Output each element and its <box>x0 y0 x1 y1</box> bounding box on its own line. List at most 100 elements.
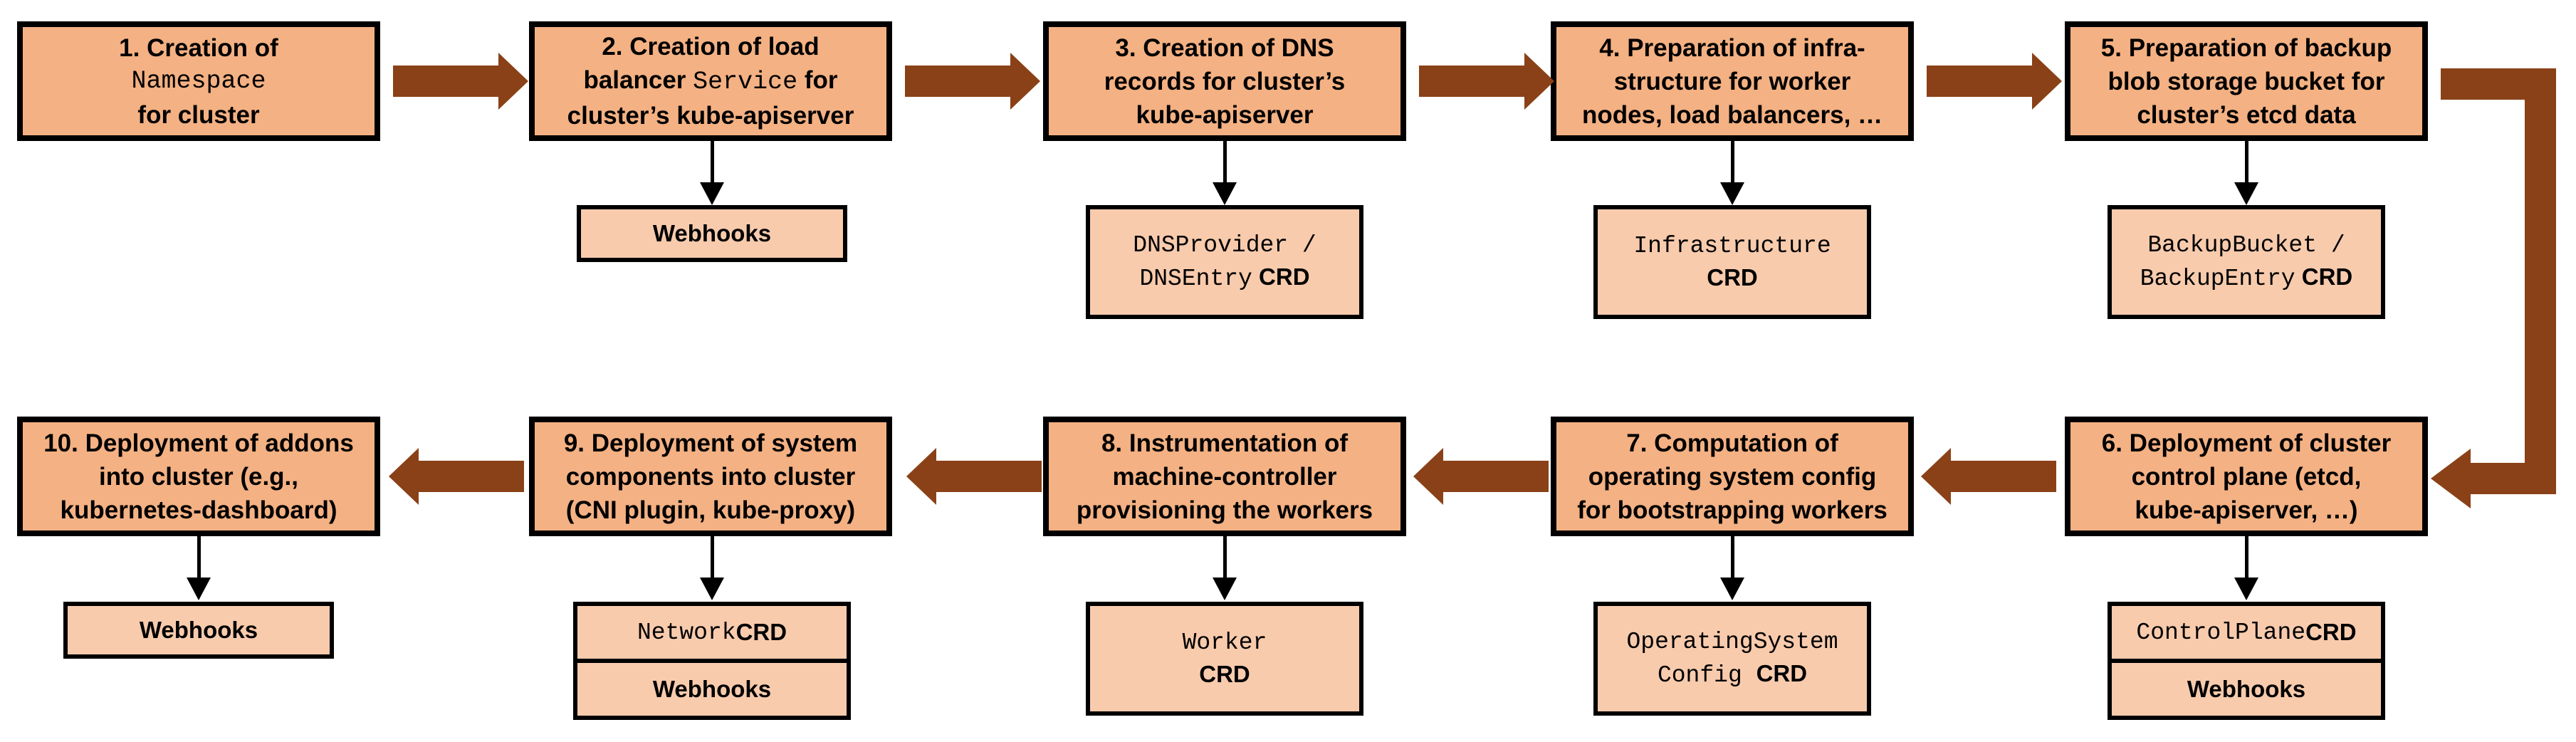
step-10-box: 10. Deployment of addons into cluster (e… <box>17 417 380 536</box>
webhooks-label: Webhooks <box>652 220 772 246</box>
step-9-box: 9. Deployment of system components into … <box>529 417 892 536</box>
connector-step4-infra-crd <box>1731 141 1734 184</box>
arrow-head-icon <box>1524 53 1554 110</box>
step-1-line1: 1. Creation of <box>119 33 278 62</box>
backup-crd-line1: BackupBucket / <box>2147 231 2345 258</box>
connector-arrowhead-icon <box>2234 578 2258 600</box>
step-4-line1: 4. Preparation of infra- <box>1599 33 1865 62</box>
step-9-line1: 9. Deployment of system <box>563 429 858 457</box>
webhooks-cell: Webhooks <box>2112 659 2381 716</box>
osc-crd-line2: Config CRD <box>1657 659 1808 689</box>
step-3-box: 3. Creation of DNS records for cluster’s… <box>1043 21 1406 141</box>
controlplane-crd-webhooks-stack: ControlPlane CRD Webhooks <box>2108 602 2385 720</box>
step-4-line2: structure for worker <box>1613 67 1851 95</box>
connector-arrowhead-icon <box>700 182 724 205</box>
arrow-head-icon <box>906 448 936 505</box>
step-3-line1: 3. Creation of DNS <box>1115 33 1334 62</box>
step-7-line1: 7. Computation of <box>1626 429 1838 457</box>
step-8-line3: provisioning the workers <box>1076 496 1373 524</box>
step-4-box: 4. Preparation of infra- structure for w… <box>1551 21 1914 141</box>
connector-arrowhead-icon <box>700 578 724 600</box>
elbow-vertical-segment <box>2525 68 2556 494</box>
step-2-line3: cluster’s kube-apiserver <box>567 102 854 130</box>
arrow-head-icon <box>1010 53 1040 110</box>
step-10-line3: kubernetes-dashboard) <box>60 496 337 524</box>
step-2-box: 2. Creation of load balancer Service for… <box>529 21 892 141</box>
connector-step6-controlplane-crd <box>2245 536 2248 579</box>
connector-arrowhead-icon <box>2234 182 2258 205</box>
connector-step8-worker-crd <box>1223 536 1227 579</box>
connector-step10-webhooks <box>197 536 201 579</box>
connector-arrowhead-icon <box>187 578 211 600</box>
connector-step5-backup-crd <box>2245 141 2248 184</box>
infrastructure-crd-line1: Infrastructure <box>1633 233 1831 259</box>
dns-crd-line2: DNSEntry CRD <box>1139 263 1310 292</box>
step-6-box: 6. Deployment of cluster control plane (… <box>2065 417 2428 536</box>
dns-crd-line1: DNSProvider / <box>1133 231 1316 258</box>
step-8-box: 8. Instrumentation of machine-controller… <box>1043 417 1406 536</box>
step-1-box: 1. Creation of Namespace for cluster <box>17 21 380 141</box>
osc-crd-line1: OperatingSystem <box>1626 628 1838 655</box>
step-5-box: 5. Preparation of backup blob storage bu… <box>2065 21 2428 141</box>
step-10-line2: into cluster (e.g., <box>98 462 299 491</box>
connector-step9-network-crd <box>711 536 714 579</box>
step-6-line2: control plane (etcd, <box>2131 462 2362 491</box>
step-3-line2: records for cluster’s <box>1104 67 1346 95</box>
connector-step3-dns-crd <box>1223 141 1227 184</box>
controlplane-crd-cell: ControlPlane CRD <box>2136 619 2357 646</box>
connector-step7-osc-crd <box>1731 536 1734 579</box>
flow-arrow-1-2 <box>393 53 528 110</box>
connector-arrowhead-icon <box>1213 578 1237 600</box>
infrastructure-crd-line2: CRD <box>1707 264 1758 291</box>
step-8-line2: machine-controller <box>1112 462 1337 491</box>
arrow-head-icon <box>498 53 528 110</box>
step-3-line3: kube-apiserver <box>1136 100 1314 129</box>
step-1-line2-code: Namespace <box>131 66 266 95</box>
operatingsystemconfig-crd-box: OperatingSystem Config CRD <box>1593 602 1871 716</box>
backup-crd-box: BackupBucket / BackupEntry CRD <box>2108 205 2385 319</box>
step-4-line3: nodes, load balancers, … <box>1581 100 1883 129</box>
arrow-head-icon <box>389 448 419 505</box>
flow-arrow-3-4 <box>1419 53 1554 110</box>
webhooks-box-step10: Webhooks <box>63 602 334 659</box>
elbow-arrow-head-icon <box>2431 449 2471 508</box>
step-7-line3: for bootstrapping workers <box>1577 496 1888 524</box>
backup-crd-line2: BackupEntry CRD <box>2140 263 2353 292</box>
arrow-head-icon <box>1413 448 1443 505</box>
elbow-bottom-segment <box>2471 463 2556 494</box>
step-6-line3: kube-apiserver, …) <box>2135 496 2358 524</box>
dns-crd-box: DNSProvider / DNSEntry CRD <box>1086 205 1363 319</box>
step-5-line2: blob storage bucket for <box>2108 67 2385 95</box>
webhooks-label: Webhooks <box>139 617 258 643</box>
step-10-line1: 10. Deployment of addons <box>43 429 354 457</box>
step-5-line1: 5. Preparation of backup <box>2100 33 2392 62</box>
flow-arrow-4-5 <box>1927 53 2062 110</box>
step-2-line1: 2. Creation of load <box>602 33 820 61</box>
worker-crd-box: Worker CRD <box>1086 602 1363 716</box>
step-7-box: 7. Computation of operating system confi… <box>1551 417 1914 536</box>
flow-arrow-9-10 <box>389 448 524 505</box>
arrow-head-icon <box>2032 53 2062 110</box>
webhooks-box-step2: Webhooks <box>577 205 847 262</box>
connector-step2-webhooks <box>711 141 714 184</box>
flow-arrow-2-3 <box>905 53 1040 110</box>
infrastructure-crd-box: Infrastructure CRD <box>1593 205 1871 319</box>
webhooks-cell: Webhooks <box>577 659 847 716</box>
step-9-line2: components into cluster <box>565 462 856 491</box>
worker-crd-line1: Worker <box>1182 629 1267 656</box>
connector-arrowhead-icon <box>1213 182 1237 205</box>
flow-arrow-6-7 <box>1921 448 2056 505</box>
step-1-line3: for cluster <box>137 100 260 129</box>
connector-arrowhead-icon <box>1720 578 1744 600</box>
network-crd-cell: Network CRD <box>637 619 787 646</box>
worker-crd-line2: CRD <box>1199 661 1250 687</box>
network-crd-webhooks-stack: Network CRD Webhooks <box>573 602 851 720</box>
step-7-line2: operating system config <box>1588 462 1877 491</box>
step-5-line3: cluster’s etcd data <box>2137 100 2356 129</box>
connector-arrowhead-icon <box>1720 182 1744 205</box>
step-8-line1: 8. Instrumentation of <box>1101 429 1349 457</box>
step-2-line2: balancer Service for <box>583 66 838 96</box>
step-6-line1: 6. Deployment of cluster <box>2101 429 2392 457</box>
step-9-line3: (CNI plugin, kube-proxy) <box>565 496 856 524</box>
